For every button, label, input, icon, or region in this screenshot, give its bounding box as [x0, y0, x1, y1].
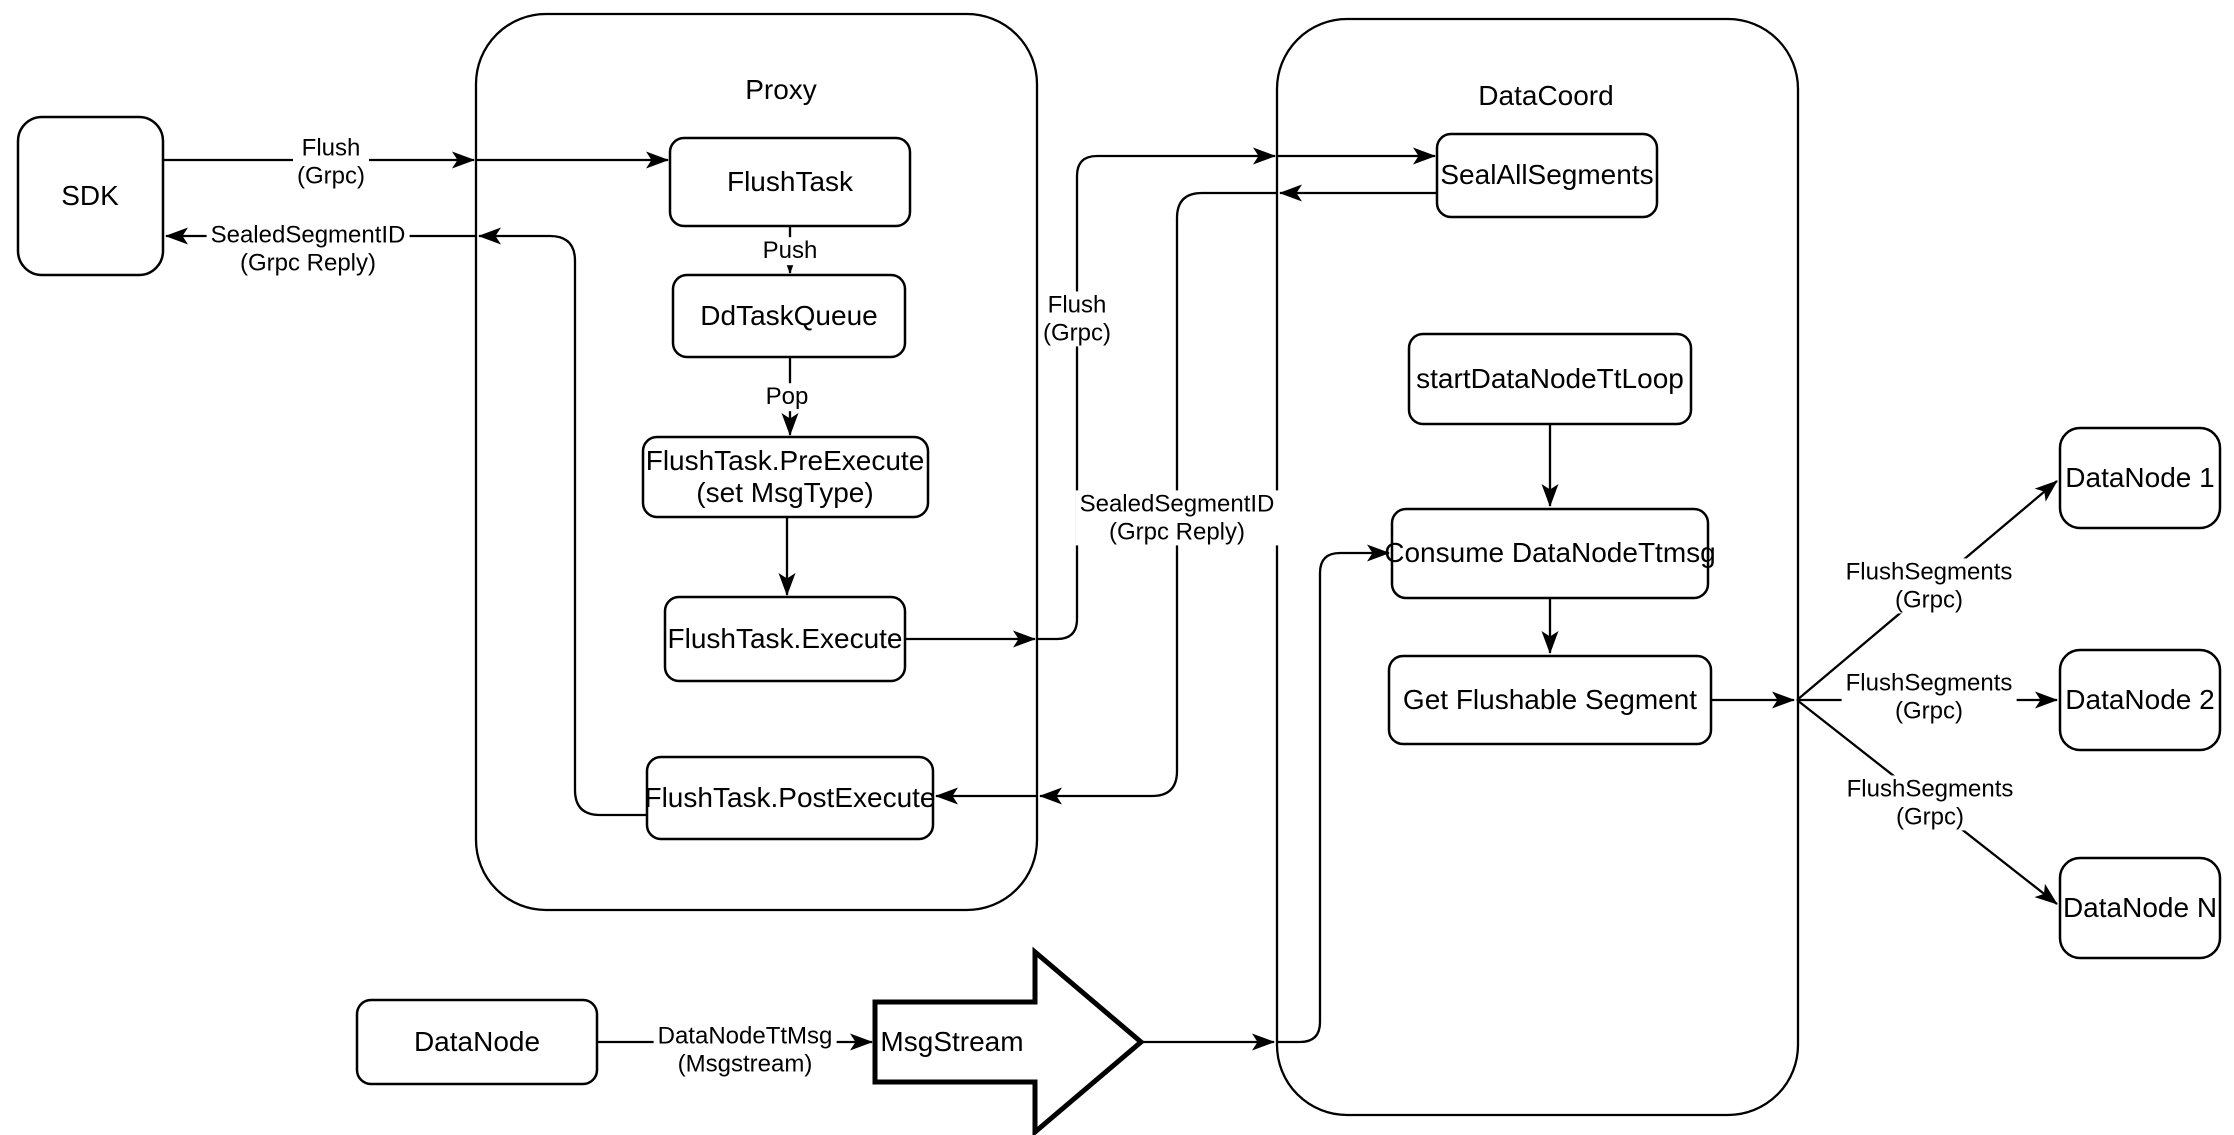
edge-label-sealedsegmentid-mid: SealedSegmentID (Grpc Reply) — [1075, 490, 1279, 546]
execute-box — [663, 595, 907, 683]
datacoord-title: DataCoord — [1478, 79, 1614, 111]
consume-datanodettmsg-label: Consume DataNodeTtmsg — [1384, 536, 1716, 568]
msgstream-label: MsgStream — [880, 1025, 1024, 1057]
datanode2-label: DataNode 2 — [2065, 683, 2215, 715]
edge-label-line: SealedSegmentID — [210, 221, 406, 249]
edge-label-line: FlushSegments — [1845, 558, 2013, 586]
msgstream-arrow-shape — [872, 946, 1145, 1135]
proxy-container — [474, 12, 1039, 912]
proxy-title: Proxy — [745, 73, 817, 105]
get-flushable-segment-label: Get Flushable Segment — [1402, 683, 1698, 715]
datanode-box — [355, 998, 599, 1086]
sdk-label: SDK — [61, 179, 119, 211]
edge-postexecute-up-to-proxyedge — [478, 227, 647, 817]
edge-label-flushsegments-3: FlushSegments (Grpc) — [1842, 775, 2018, 831]
preexecute-label-line2: (set MsgType) — [696, 477, 874, 508]
datacoord-container — [1275, 17, 1800, 1117]
preexecute-box — [641, 435, 930, 519]
datanode-label: DataNode — [413, 1025, 541, 1057]
edge-label-flushsegments-2: FlushSegments (Grpc) — [1841, 669, 2017, 725]
preexecute-label-line1: FlushTask.PreExecute — [645, 444, 925, 476]
flushtask-box — [668, 136, 912, 228]
datanode2-box — [2058, 648, 2222, 752]
edge-flush-up-to-datacoord — [1037, 147, 1276, 641]
sdk-box — [16, 115, 165, 277]
sealallsegments-label: SealAllSegments — [1440, 158, 1654, 190]
edge-label-line: (Grpc) — [1895, 697, 1963, 724]
datanoden-label: DataNode N — [2062, 891, 2218, 923]
consume-datanodettmsg-box — [1390, 507, 1710, 600]
datanoden-box — [2058, 856, 2222, 960]
ddtaskqueue-box — [671, 273, 907, 359]
edge-label-line: FlushSegments — [1845, 669, 2013, 697]
datanode1-box — [2058, 426, 2222, 530]
startdatanodettloop-label: startDataNodeTtLoop — [1416, 362, 1684, 394]
edge-label-pop: Pop — [761, 383, 813, 411]
edge-label-line: Flush — [301, 134, 361, 162]
datanode1-label: DataNode 1 — [2065, 461, 2215, 493]
edge-label-push: Push — [758, 237, 822, 265]
edge-label-line: (Grpc) — [1895, 586, 1963, 613]
edge-label-line: (Grpc) — [1896, 803, 1964, 830]
flushtask-label: FlushTask — [726, 165, 854, 197]
postexecute-label: FlushTask.PostExecute — [644, 781, 936, 813]
edge-label-flush-grpc-sdk: Flush (Grpc) — [293, 134, 369, 190]
edge-label-flush-grpc-mid: Flush (Grpc) — [1039, 291, 1115, 347]
edge-msgstream-up-to-consume — [1277, 544, 1390, 1044]
sealallsegments-box — [1435, 132, 1659, 219]
edge-label-line: (Grpc Reply) — [1108, 518, 1246, 545]
edge-label-line: FlushSegments — [1846, 775, 2014, 803]
preexecute-label: FlushTask.PreExecute (set MsgType) — [646, 445, 925, 509]
edge-label-line: DataNodeTtMsg — [657, 1022, 833, 1050]
edge-label-datanodettmsg: DataNodeTtMsg (Msgstream) — [653, 1022, 837, 1078]
edge-label-flushsegments-1: FlushSegments (Grpc) — [1841, 558, 2017, 614]
edge-label-line: (Grpc) — [1043, 319, 1111, 346]
get-flushable-segment-box — [1387, 654, 1713, 746]
edge-label-sealedsegmentid-sdk: SealedSegmentID (Grpc Reply) — [206, 221, 410, 277]
edge-label-line: (Grpc) — [297, 162, 365, 189]
edge-label-line: SealedSegmentID — [1079, 490, 1275, 518]
edge-label-line: (Msgstream) — [677, 1050, 813, 1077]
startdatanodettloop-box — [1407, 332, 1693, 426]
ddtaskqueue-label: DdTaskQueue — [700, 299, 878, 331]
edge-label-line: (Grpc Reply) — [239, 249, 377, 276]
execute-label: FlushTask.Execute — [667, 622, 903, 654]
edge-label-line: Flush — [1047, 291, 1107, 319]
postexecute-box — [645, 755, 935, 841]
